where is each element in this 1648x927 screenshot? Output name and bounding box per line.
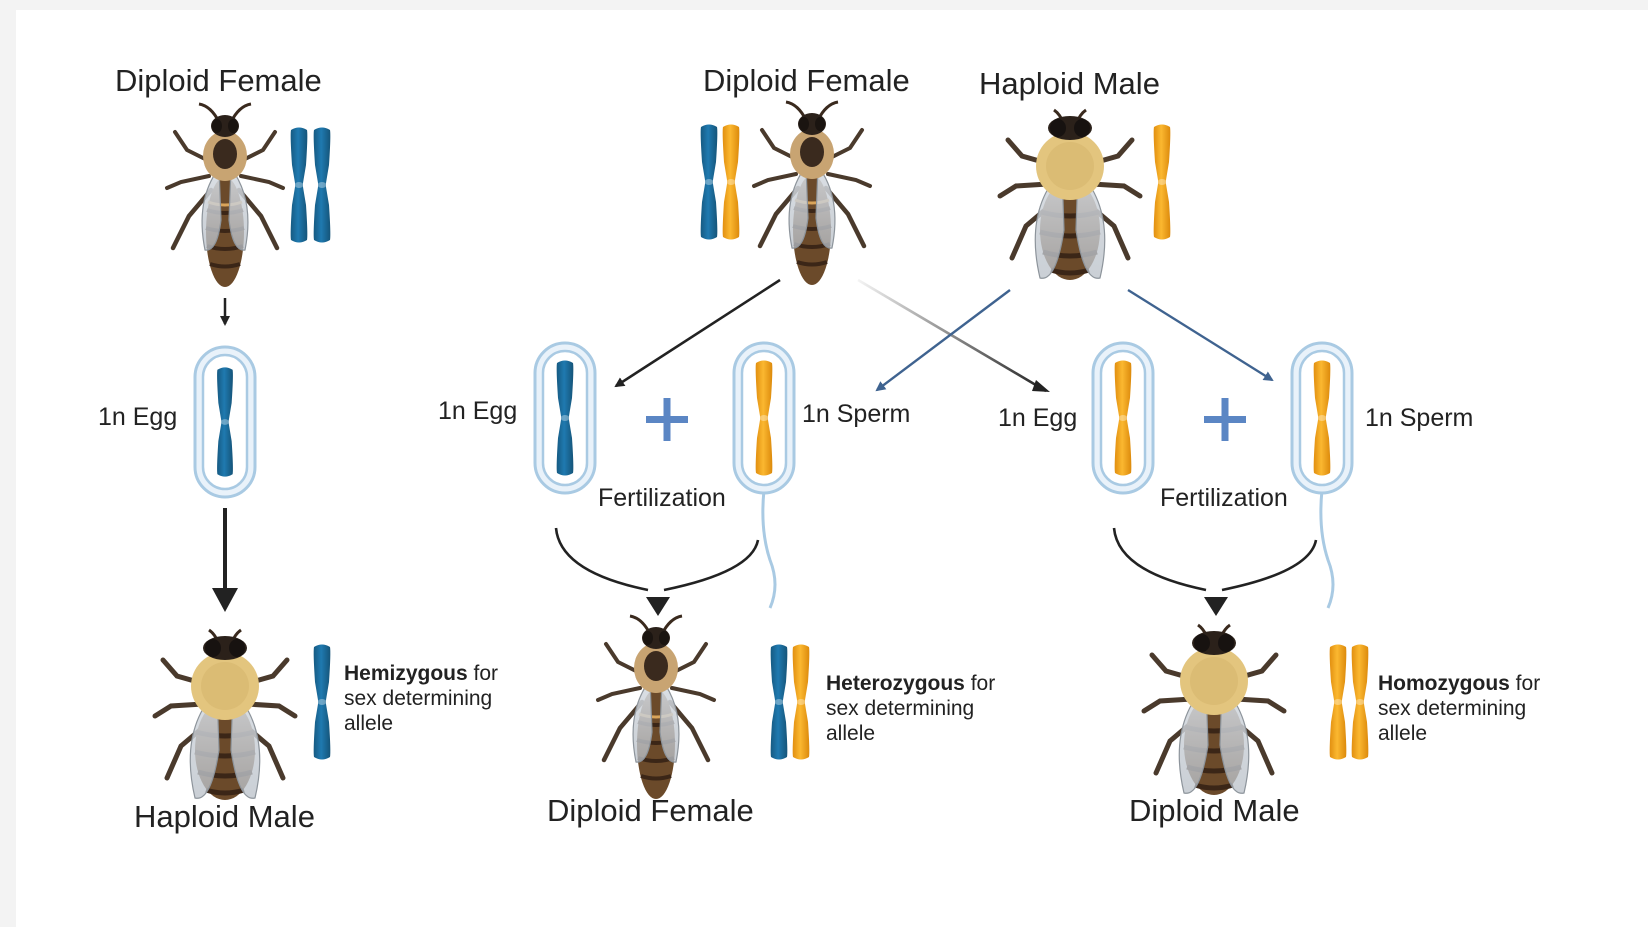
honeybee-icon bbox=[598, 616, 714, 799]
sperm-label-cross2: 1n Sperm bbox=[1365, 404, 1473, 433]
merge-arrow-left bbox=[1114, 528, 1206, 590]
chromosome-icon bbox=[771, 645, 788, 760]
note-line2: sex determining bbox=[344, 687, 492, 710]
chromosome-icon bbox=[1154, 125, 1171, 240]
plus-icon bbox=[646, 398, 688, 441]
title-diploid-female-left: Diploid Female bbox=[115, 63, 322, 99]
note-homozygous: Homozygous for sex determining allele bbox=[1378, 671, 1558, 746]
honeybee-icon bbox=[1000, 110, 1140, 280]
honeybee-icon bbox=[167, 104, 283, 287]
note-rest: for bbox=[1510, 672, 1540, 695]
honeybee-icon bbox=[155, 630, 295, 800]
sperm-tail bbox=[1321, 490, 1333, 608]
note-bold: Heterozygous bbox=[826, 672, 965, 695]
title-haploid-male-parent: Haploid Male bbox=[979, 66, 1160, 102]
sperm-label-cross1: 1n Sperm bbox=[802, 400, 910, 429]
arrow-female-to-egg2 bbox=[858, 280, 1046, 391]
note-line2: sex determining bbox=[1378, 697, 1526, 720]
title-haploid-male-left: Haploid Male bbox=[134, 799, 315, 835]
egg-label-cross1: 1n Egg bbox=[438, 397, 517, 426]
merge-arrow-right bbox=[664, 540, 758, 590]
note-line2: sex determining bbox=[826, 697, 974, 720]
title-diploid-female-result: Diploid Female bbox=[547, 793, 754, 829]
fertilization-label-cross2: Fertilization bbox=[1160, 484, 1288, 513]
arrow-head bbox=[212, 588, 238, 612]
sperm-tail bbox=[763, 490, 775, 608]
merge-arrow-left bbox=[556, 528, 648, 590]
chromosome-icon bbox=[793, 645, 810, 760]
fertilization-label-cross1: Fertilization bbox=[598, 484, 726, 513]
egg-label-cross2: 1n Egg bbox=[998, 404, 1077, 433]
note-line3: allele bbox=[344, 712, 393, 735]
honeybee-icon bbox=[754, 102, 870, 285]
note-rest: for bbox=[468, 662, 498, 685]
chromosome-icon bbox=[314, 645, 331, 760]
merge-arrow-right bbox=[1222, 540, 1316, 590]
chromosome-icon bbox=[1352, 645, 1369, 760]
title-diploid-female-parent: Diploid Female bbox=[703, 63, 910, 99]
egg-label-left: 1n Egg bbox=[98, 403, 177, 432]
note-heterozygous: Heterozygous for sex determining allele bbox=[826, 671, 1006, 746]
note-line3: allele bbox=[826, 722, 875, 745]
chromosome-icon bbox=[1330, 645, 1347, 760]
plus-icon bbox=[1204, 398, 1246, 441]
note-bold: Hemizygous bbox=[344, 662, 468, 685]
chromosome-icon bbox=[701, 125, 718, 240]
arrow-male-to-sperm1 bbox=[877, 290, 1010, 390]
note-rest: for bbox=[965, 672, 995, 695]
chromosome-icon bbox=[723, 125, 740, 240]
title-diploid-male-result: Diploid Male bbox=[1129, 793, 1300, 829]
honeybee-icon bbox=[1144, 625, 1284, 795]
chromosome-icon bbox=[291, 128, 308, 243]
note-bold: Homozygous bbox=[1378, 672, 1510, 695]
note-hemizygous: Hemizygous for sex determining allele bbox=[344, 661, 524, 736]
chromosome-icon bbox=[314, 128, 331, 243]
note-line3: allele bbox=[1378, 722, 1427, 745]
